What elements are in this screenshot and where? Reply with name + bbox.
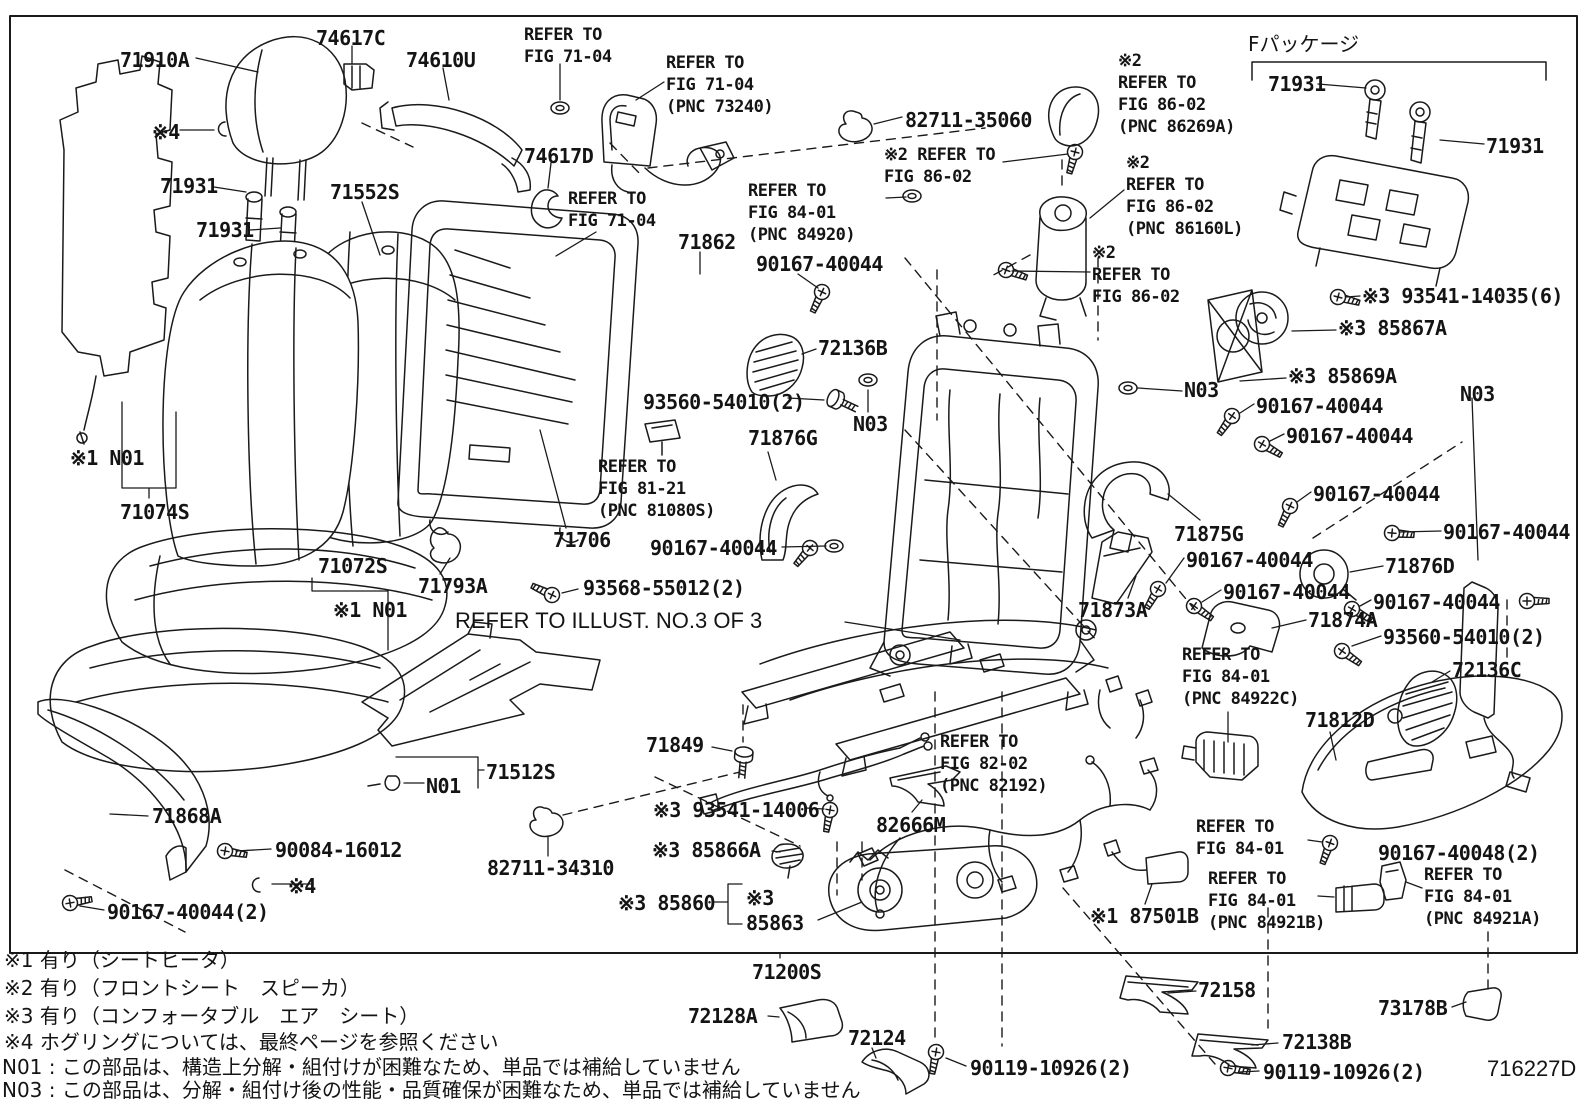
switch-84922c (1181, 731, 1259, 781)
speaker-cover-86269a (1047, 86, 1100, 147)
cover-71876d (1299, 549, 1357, 601)
heater-connector-81080s (644, 419, 681, 456)
seatback-heater-pad (59, 55, 173, 445)
seat-cushion-stack (49, 528, 448, 773)
bracket-71873a (1091, 531, 1153, 605)
amplifier-n03 (1459, 581, 1531, 793)
seatbelt-buckle (601, 94, 735, 193)
sensor-87501b (1103, 839, 1189, 885)
harness-71512s (367, 732, 933, 815)
fpackage-seatback-frame (1279, 154, 1470, 287)
part-73178b (1462, 987, 1502, 1021)
air-blower-85867a (1207, 289, 1289, 383)
trim-72128a (779, 998, 844, 1043)
bracket-71875g (1083, 461, 1170, 553)
vent-grille-72136b (746, 333, 805, 397)
part-84921b (1335, 883, 1385, 913)
belt-guide-74610u (379, 101, 532, 193)
vent-grille-72136c (1396, 670, 1458, 747)
trim-72158 (1119, 975, 1199, 1015)
blower-85866a (771, 843, 804, 879)
lumbar-support-85860 (828, 845, 1038, 932)
trim-72138b (1191, 1033, 1269, 1069)
side-shield-71812d (1301, 675, 1563, 830)
bracket-71874a (1201, 600, 1281, 657)
leader-lines (79, 45, 1485, 1073)
wiring-harness-82666m (857, 675, 1159, 919)
hog-ring-icon (217, 121, 261, 893)
headrest (225, 36, 348, 201)
seatback-board-71706 (397, 200, 639, 544)
part-84921a (1379, 861, 1407, 901)
trim-72124 (861, 1048, 930, 1095)
diagram-border (9, 15, 1578, 954)
seat-frame-assembly (741, 311, 1109, 777)
clip-74617c (343, 63, 375, 91)
cushion-heater-sheet (361, 621, 601, 747)
f-package-bracket (1251, 61, 1547, 81)
dashed-construction-lines (64, 122, 1508, 1065)
headrest-support-keys-71931 (1364, 79, 1431, 164)
clip-82711-34310 (529, 806, 564, 838)
clip-71793a (429, 527, 462, 564)
hook-71876g (759, 484, 819, 561)
clip-74617d (530, 189, 563, 229)
clip-82711-35060 (838, 110, 873, 143)
speaker-86160l (1035, 196, 1087, 321)
seatback-cushions (162, 231, 460, 567)
drawing-number: 716227D (1487, 1056, 1577, 1081)
front-trim-71868a (37, 698, 210, 881)
f-package-title: Fパッケージ (1248, 32, 1360, 56)
